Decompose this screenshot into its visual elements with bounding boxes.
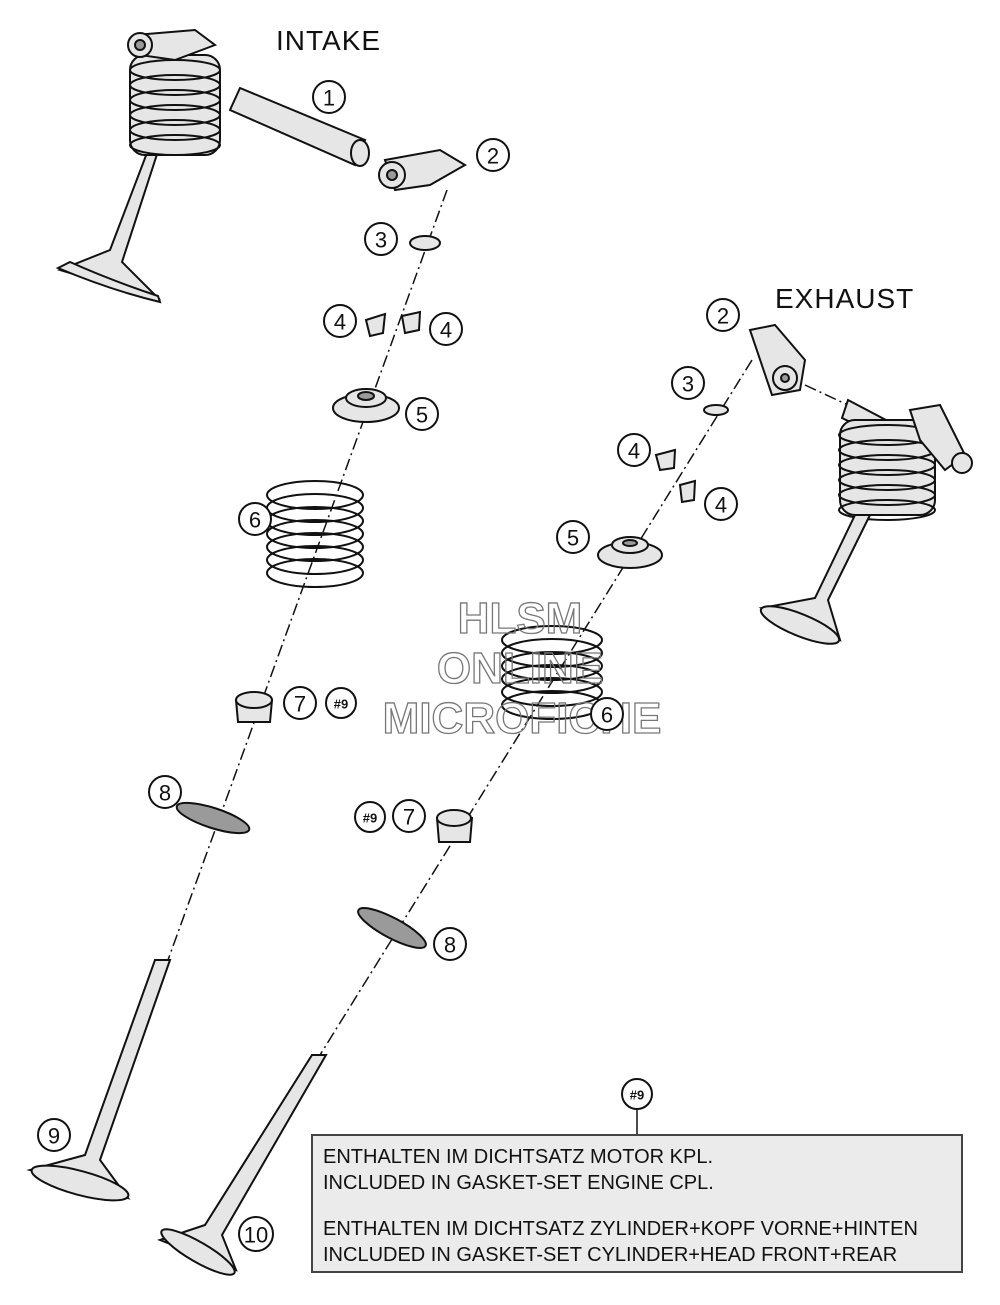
callout-4-intake-right: 4 — [429, 312, 463, 346]
callout-1: 1 — [312, 80, 346, 114]
svg-text:3: 3 — [375, 228, 387, 253]
callout-ref9-intake: #9 — [325, 687, 357, 719]
exhaust-valve — [157, 1054, 328, 1276]
callout-3-exhaust: 3 — [671, 366, 705, 400]
svg-text:5: 5 — [416, 403, 428, 428]
callout-4-exhaust-right: 4 — [704, 487, 738, 521]
callout-8-exhaust: 8 — [433, 927, 467, 961]
svg-text:8: 8 — [159, 781, 171, 806]
intake-spring-seat — [175, 801, 251, 835]
note-line-4: INCLUDED IN GASKET-SET CYLINDER+HEAD FRO… — [323, 1244, 898, 1266]
callout-5-exhaust: 5 — [556, 520, 590, 554]
svg-text:4: 4 — [440, 318, 452, 343]
svg-text:4: 4 — [334, 310, 346, 335]
exhaust-axis — [319, 359, 753, 1056]
callout-8-intake: 8 — [148, 775, 182, 809]
exhaust-spring-seat — [357, 907, 427, 949]
note-line-1: ENTHALTEN IM DICHTSATZ MOTOR KPL. — [323, 1146, 714, 1168]
exhaust-spring-retainer — [597, 536, 663, 569]
callout-6-exhaust: 6 — [590, 697, 624, 731]
svg-text:8: 8 — [444, 933, 456, 958]
callout-5-intake: 5 — [405, 397, 439, 431]
callout-4-intake-left: 4 — [323, 304, 357, 338]
svg-text:2: 2 — [717, 304, 729, 329]
intake-keeper-right — [400, 310, 422, 335]
callout-3-intake: 3 — [364, 222, 398, 256]
svg-text:#9: #9 — [630, 1088, 644, 1103]
note-line-3: ENTHALTEN IM DICHTSATZ ZYLINDER+KOPF VOR… — [323, 1218, 918, 1240]
callout-2-intake: 2 — [476, 138, 510, 172]
intake-shim — [409, 235, 441, 251]
svg-text:HLSM: HLSM — [458, 594, 583, 643]
note-line-2: INCLUDED IN GASKET-SET ENGINE CPL. — [323, 1172, 714, 1194]
svg-text:1: 1 — [323, 86, 335, 111]
exhaust-shim — [703, 404, 729, 416]
svg-text:3: 3 — [682, 372, 694, 397]
exhaust-assembled-valve — [758, 398, 973, 645]
intake-axis — [167, 189, 448, 961]
callout-6-intake: 6 — [238, 502, 272, 536]
svg-text:10: 10 — [244, 1223, 268, 1248]
svg-text:ONLINE: ONLINE — [437, 644, 603, 693]
callout-2-exhaust: 2 — [706, 298, 740, 332]
intake-title: INTAKE — [276, 25, 381, 56]
callout-4-exhaust-left: 4 — [617, 433, 651, 467]
intake-valve-spring — [266, 480, 364, 588]
intake-stem-seal — [234, 691, 274, 723]
svg-text:5: 5 — [567, 526, 579, 551]
callout-7-intake: 7 — [283, 686, 317, 720]
exhaust-keeper-right — [678, 479, 697, 504]
svg-text:7: 7 — [294, 692, 306, 717]
watermark: HLSM ONLINE MICROFICHE — [382, 593, 662, 743]
intake-spring-retainer — [332, 388, 400, 423]
svg-text:7: 7 — [403, 805, 415, 830]
intake-assembled-valve — [55, 28, 221, 304]
callout-9: 9 — [37, 1118, 71, 1152]
exhaust-title: EXHAUST — [775, 283, 914, 314]
callout-ref9-exhaust: #9 — [354, 801, 386, 833]
svg-text:#9: #9 — [363, 811, 377, 826]
svg-text:6: 6 — [601, 703, 613, 728]
gasket-set-note: ENTHALTEN IM DICHTSATZ MOTOR KPL. INCLUD… — [311, 1134, 963, 1273]
callout-10: 10 — [238, 1216, 274, 1252]
svg-text:9: 9 — [48, 1124, 60, 1149]
intake-rocker-arm — [378, 148, 467, 192]
callout-7-exhaust: 7 — [392, 799, 426, 833]
rocker-shaft — [228, 86, 370, 167]
intake-valve — [26, 959, 172, 1202]
svg-text:4: 4 — [715, 493, 727, 518]
exhaust-stem-seal — [435, 809, 474, 843]
svg-text:#9: #9 — [334, 697, 348, 712]
intake-keeper-left — [364, 312, 387, 338]
svg-text:6: 6 — [249, 508, 261, 533]
svg-text:4: 4 — [628, 439, 640, 464]
svg-text:2: 2 — [487, 144, 499, 169]
callout-ref9-note: #9 — [621, 1078, 653, 1110]
exhaust-rocker-arm — [748, 323, 807, 397]
exhaust-keeper-left — [654, 448, 677, 472]
